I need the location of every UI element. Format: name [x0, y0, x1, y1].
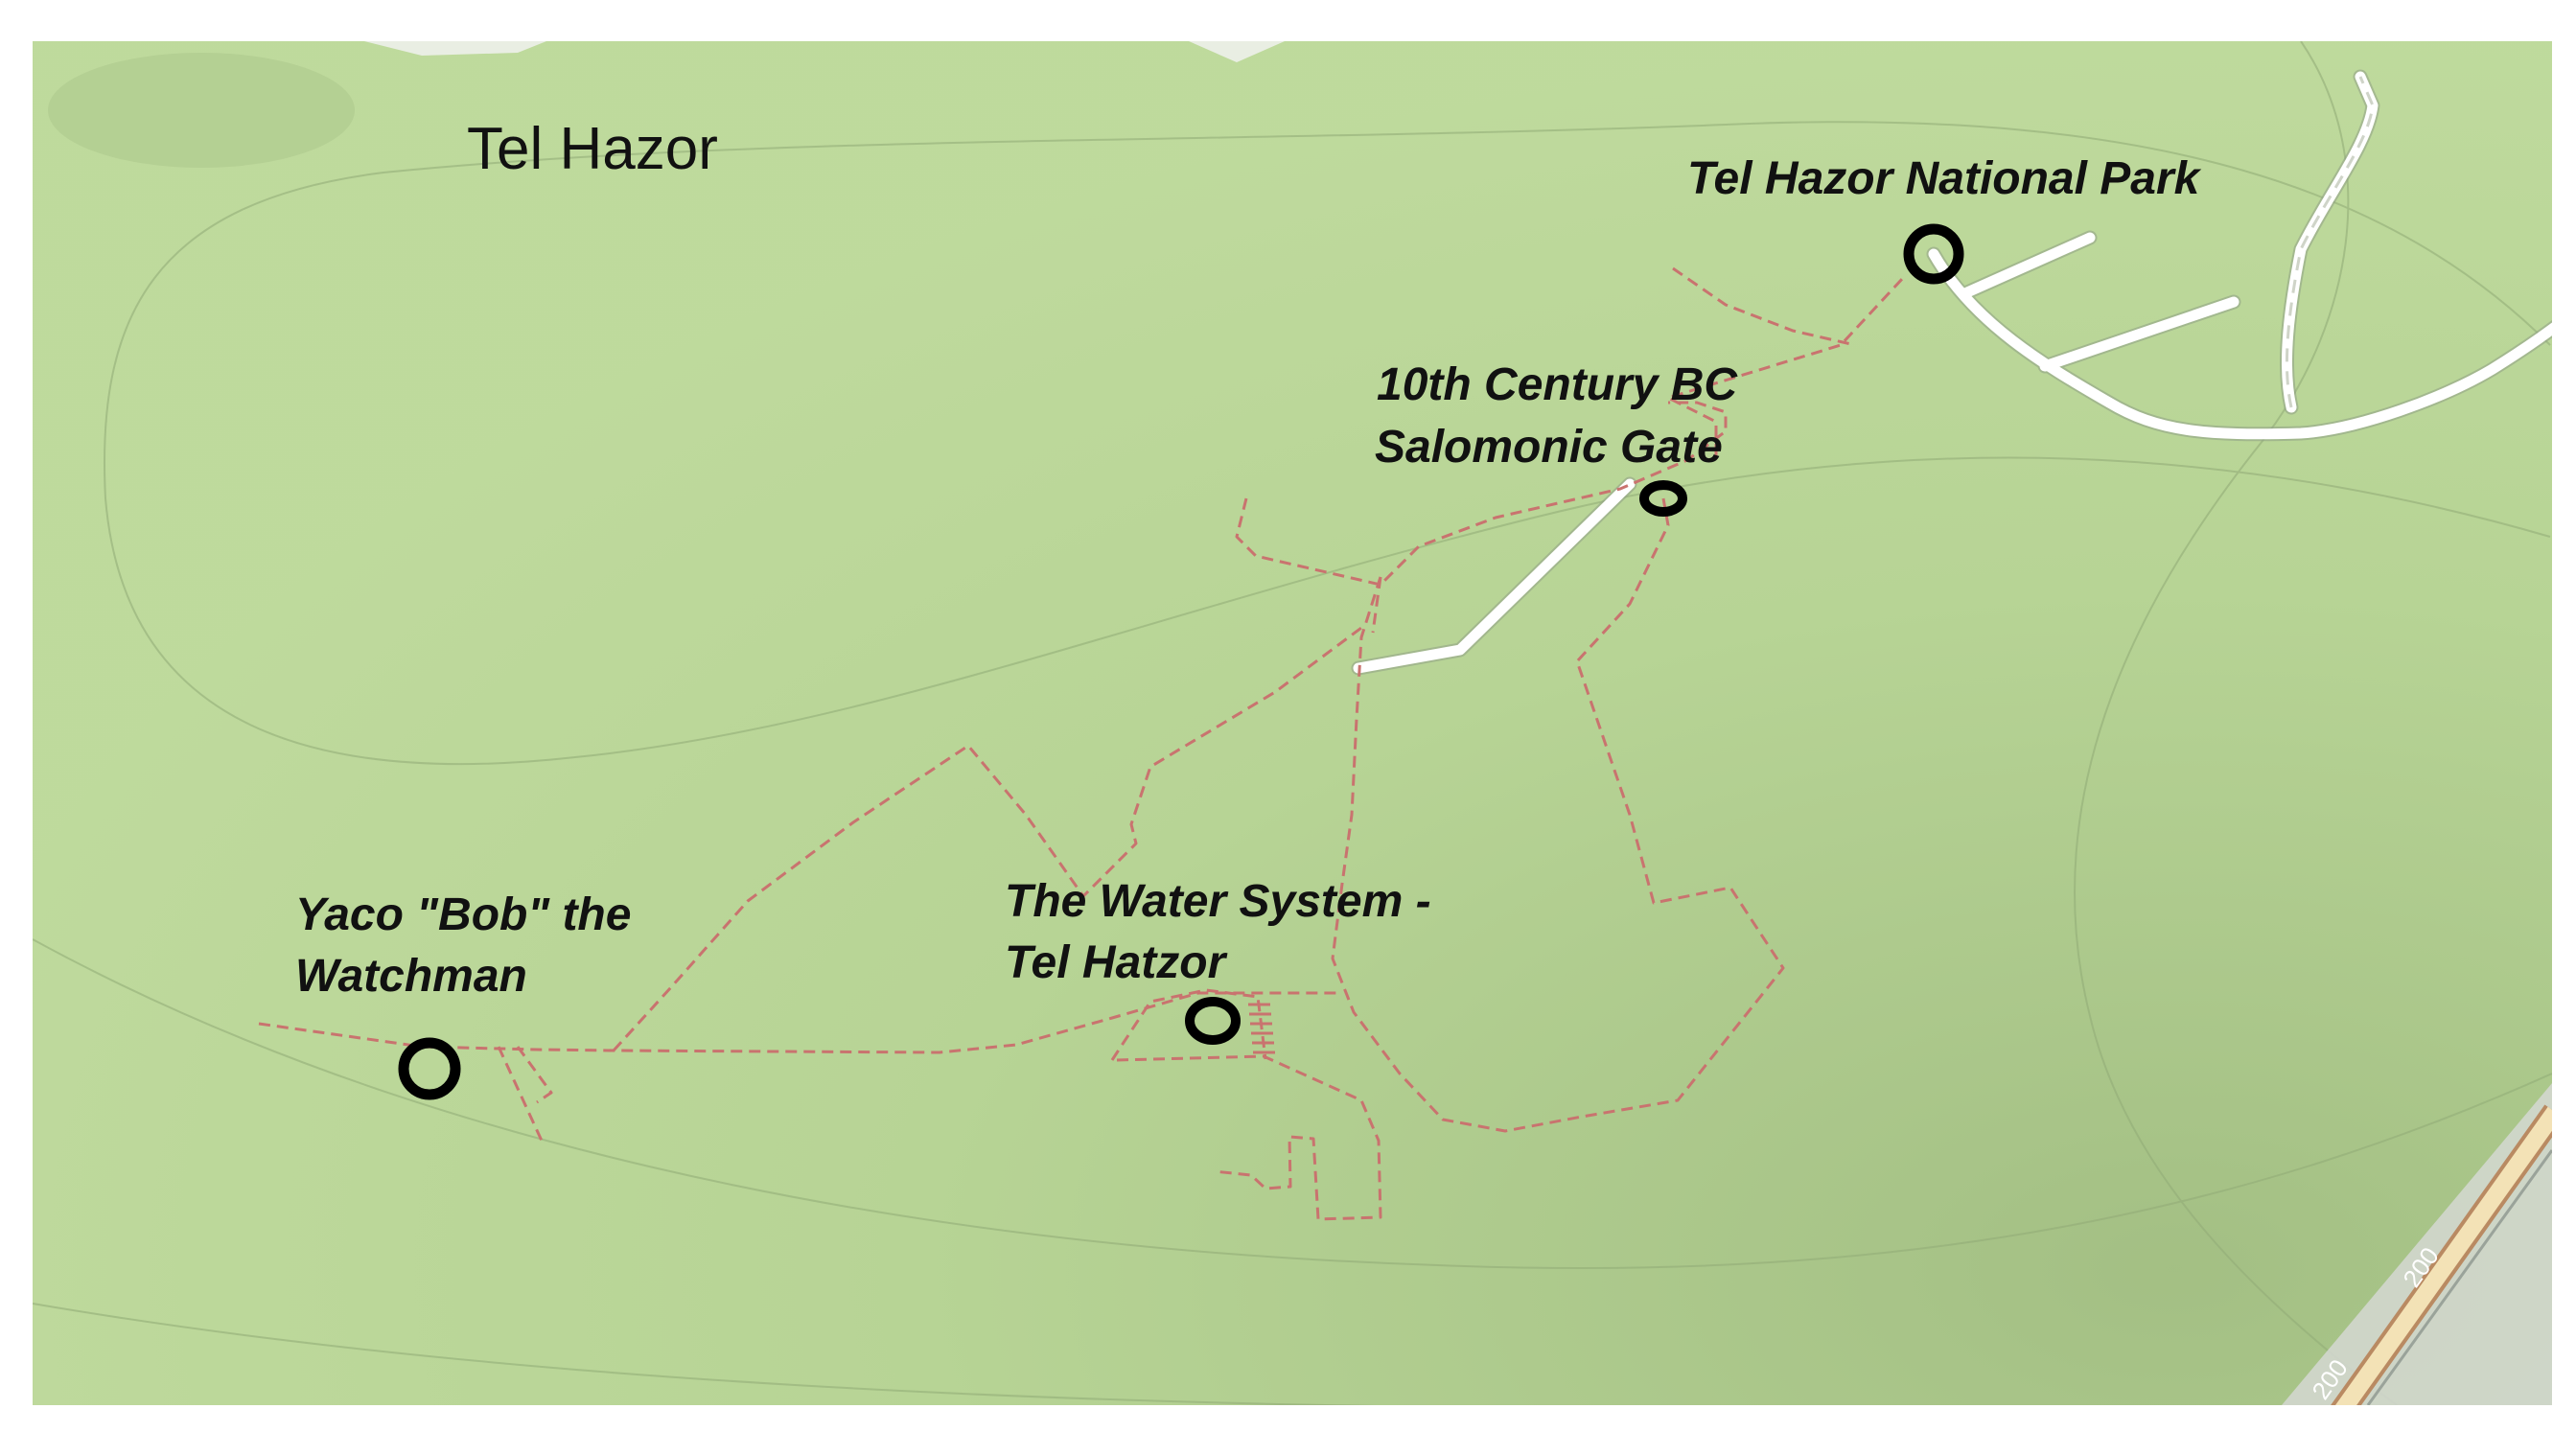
watchman-marker[interactable] [398, 1037, 461, 1100]
water-system-label-line1: The Water System - [1005, 876, 1431, 927]
water-system-marker[interactable] [1185, 997, 1241, 1045]
highway[interactable] [2282, 1083, 2555, 1428]
contour-lines [33, 41, 2552, 1405]
watchman-label-line1: Yaco "Bob" the [295, 889, 631, 940]
steps [1248, 1003, 1275, 1054]
map-title: Tel Hazor [467, 116, 718, 182]
watchman-label-line2: Watchman [295, 951, 527, 1002]
salomonic-gate-marker[interactable] [1639, 480, 1687, 517]
terrain-shading [48, 53, 355, 168]
terrain-shading [33, 41, 2552, 1405]
track-road[interactable] [2285, 76, 2375, 408]
salomonic-gate-label-line2: Salomonic Gate [1375, 422, 1723, 473]
national-park-marker[interactable] [1903, 223, 1964, 285]
top-patch [1189, 41, 1285, 62]
national-park-label: Tel Hazor National Park [1687, 153, 2202, 204]
walking-trails[interactable] [258, 266, 1905, 1221]
salomonic-gate-label-line1: 10th Century BC [1377, 359, 1738, 410]
water-system-label-line2: Tel Hatzor [1005, 937, 1228, 988]
park-roads[interactable] [1353, 71, 2569, 674]
top-patch [364, 41, 546, 56]
